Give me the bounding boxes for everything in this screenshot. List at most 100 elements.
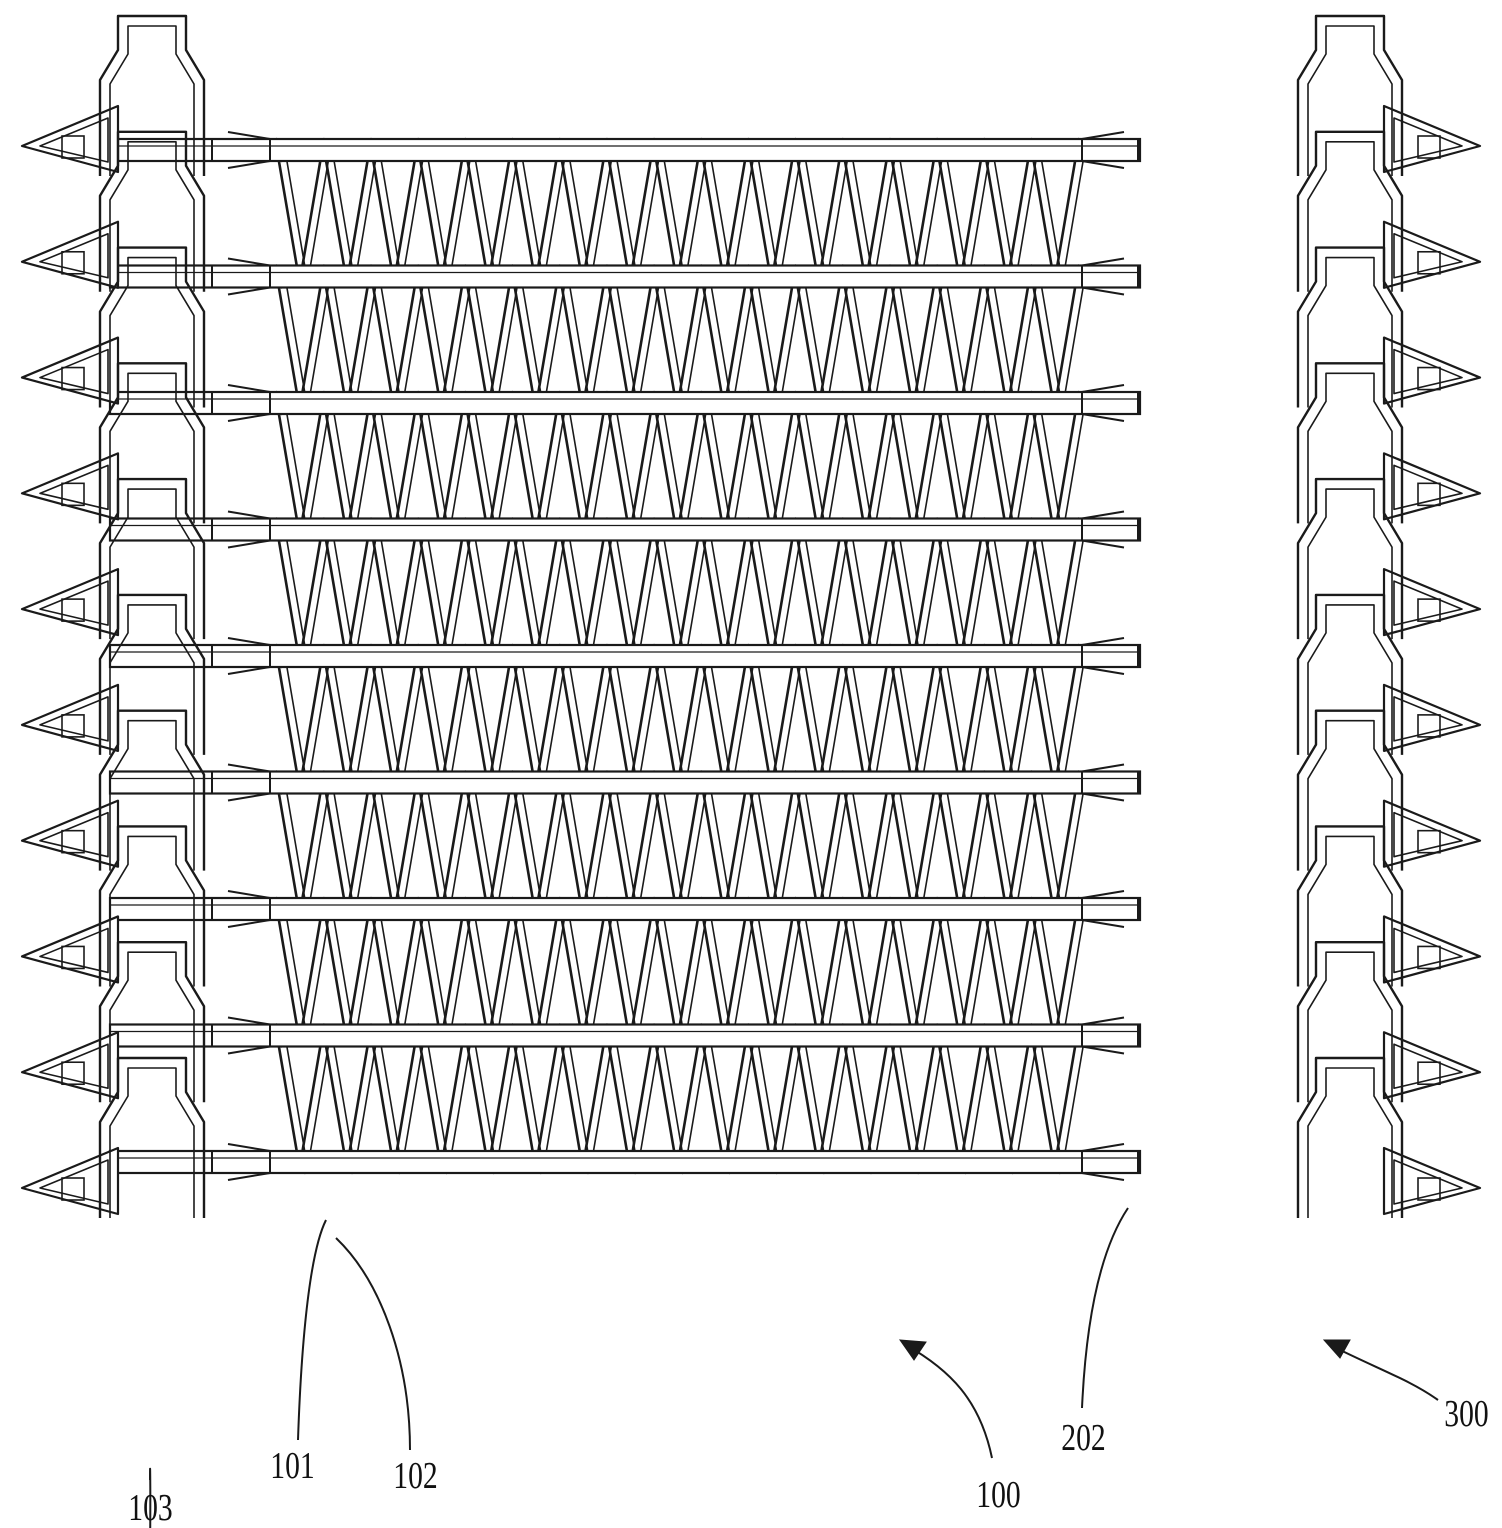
terminal-bracket [98,825,206,987]
leader-line [149,1467,152,1528]
terminal-screw [1417,829,1441,854]
terminal-screw [61,945,85,970]
terminal-screw [1417,250,1441,275]
terminal-tab-inner [39,1043,109,1090]
terminal-bracket [1296,246,1404,408]
terminal-tab [20,915,120,984]
terminal-tab-inner [39,696,109,742]
terminal-tab [1382,568,1482,637]
heater-tube [108,517,1142,542]
heating-coil-row [274,143,1080,283]
terminal-bracket-inner [1307,140,1393,292]
heater-tube [108,390,1142,416]
terminal-tab-inner [1393,348,1463,395]
right-terminal-bracket-layer [1296,14,1482,1218]
terminal-bracket [1296,1056,1404,1218]
terminal-bracket [1296,941,1404,1103]
terminal-screw [1417,482,1441,507]
tube-end-cap-left [211,384,271,422]
terminal-screw [1417,1177,1441,1201]
terminal-tab-inner [39,348,109,395]
terminal-bracket [98,709,206,871]
terminal-bracket-inner [1307,719,1393,871]
tube-end-cap-left [211,510,271,549]
terminal-bracket [1296,14,1404,176]
terminal-bracket-inner [109,835,195,987]
leader-line-layer [149,1207,1439,1528]
heating-coil-row-shadow [283,649,1087,789]
terminal-tab [20,1146,120,1216]
terminal-tab [20,683,120,752]
label-300: 300 [1444,1394,1488,1435]
tube-end-cap-right [1081,384,1139,422]
terminal-bracket [98,1056,206,1218]
terminal-tab [1382,1146,1482,1216]
terminal-screw [61,482,85,507]
terminal-tab-inner [39,232,109,279]
terminal-tab-inner [39,1159,109,1205]
heater-tube-layer [108,131,1142,1181]
terminal-bracket-inner [109,372,195,524]
tube-end-cap-right [1081,1143,1139,1181]
leader-line [905,1344,993,1459]
terminal-tab-inner [1393,696,1463,742]
terminal-bracket [1296,709,1404,871]
terminal-bracket [1296,477,1404,640]
leader-arrowhead [1322,1339,1351,1359]
terminal-tab [1382,683,1482,752]
terminal-tab [20,568,120,637]
terminal-tab [20,452,120,521]
heating-coil-row [274,902,1080,1042]
terminal-tab [1382,452,1482,521]
tube-end-cap-left [211,257,271,296]
heater-tube [108,643,1142,669]
terminal-tab [20,1031,120,1100]
terminal-bracket-inner [109,140,195,292]
terminal-bracket-inner [109,488,195,640]
heating-coil-row-shadow [283,396,1087,536]
terminal-bracket-inner [109,25,195,176]
terminal-tab-inner [1393,464,1463,511]
reference-label-group: 103 101 102 100 202 300 [128,1394,1488,1528]
terminal-tab-inner [1393,811,1463,858]
terminal-bracket-inner [1307,256,1393,408]
terminal-tab-inner [1393,117,1463,163]
terminal-bracket [98,362,206,524]
terminal-screw [61,598,85,622]
heater-tube [108,137,1142,163]
label-202: 202 [1061,1418,1105,1459]
heater-tube [108,1149,1142,1175]
terminal-tab-inner [39,927,109,974]
heating-coil-row [274,1029,1080,1169]
heating-coil-row-shadow [283,523,1087,663]
terminal-bracket-inner [1307,1067,1393,1218]
terminal-bracket-inner [109,951,195,1103]
terminal-tab [20,104,120,174]
terminal-bracket [98,14,206,176]
terminal-screw [61,1177,85,1201]
tube-end-cap-left [211,763,271,802]
terminal-screw [1417,945,1441,970]
heating-coil-row [274,270,1080,410]
terminal-screw [1417,598,1441,622]
tube-end-cap-left [211,131,271,169]
terminal-tab [1382,220,1482,289]
terminal-tab [1382,104,1482,174]
terminal-tab-inner [1393,1159,1463,1205]
terminal-bracket [98,593,206,755]
terminal-bracket-inner [109,256,195,408]
terminal-bracket-inner [1307,951,1393,1103]
terminal-screw [61,829,85,854]
terminal-bracket-inner [109,604,195,755]
label-102: 102 [393,1456,437,1497]
heater-tube [108,896,1142,922]
terminal-tab [1382,336,1482,405]
terminal-tab-inner [1393,1043,1463,1090]
terminal-bracket-inner [109,1067,195,1218]
terminal-screw [61,1061,85,1086]
terminal-tab-inner [39,464,109,511]
terminal-tab-inner [1393,232,1463,279]
terminal-bracket [98,246,206,408]
terminal-tab [1382,799,1482,868]
